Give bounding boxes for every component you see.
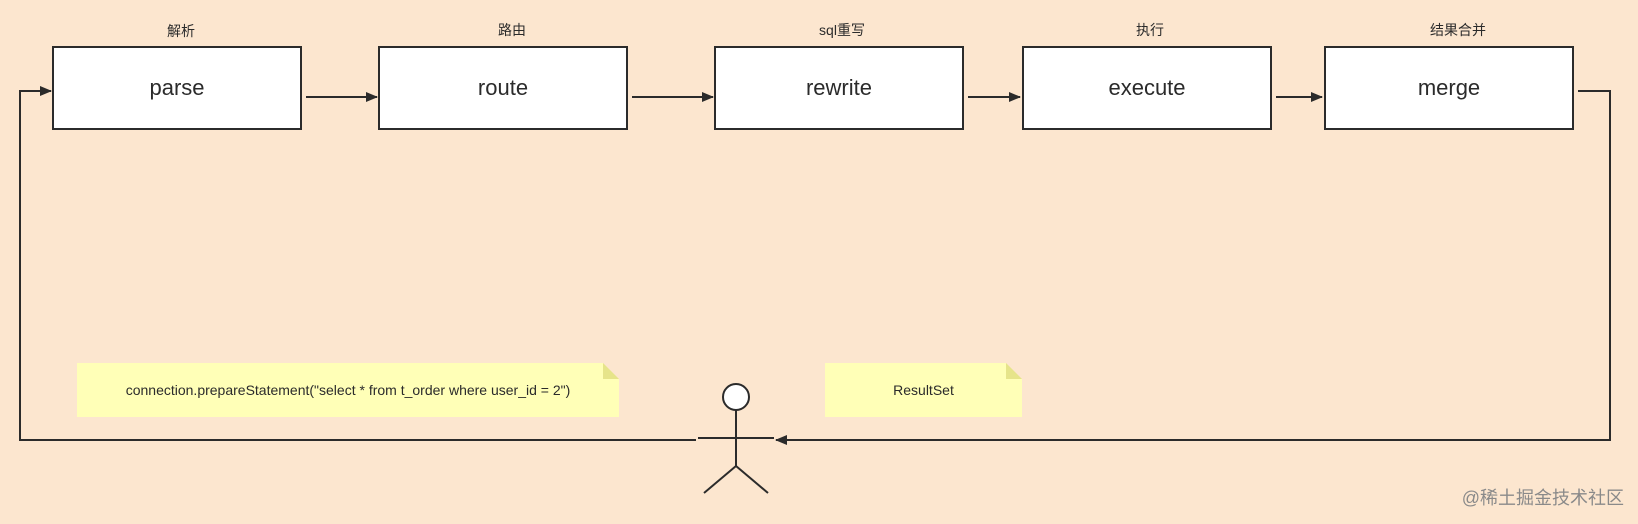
box-merge: merge (1324, 46, 1574, 130)
note-response: ResultSet (825, 363, 1022, 417)
stage-label-parse: 解析 (167, 23, 195, 39)
note-fold-corner (603, 363, 619, 379)
box-rewrite: rewrite (714, 46, 964, 130)
stage-label-rewrite: sql重写 (819, 22, 865, 38)
stage-label-execute: 执行 (1136, 22, 1164, 38)
box-execute: execute (1022, 46, 1272, 130)
note-fold-corner (1006, 363, 1022, 379)
note-request-text: connection.prepareStatement("select * fr… (125, 382, 571, 398)
note-response-text: ResultSet (893, 382, 954, 398)
box-route: route (378, 46, 628, 130)
stage-label-merge: 结果合并 (1430, 22, 1486, 38)
watermark: @稀土掘金技术社区 (1461, 488, 1624, 508)
arrow-merge-to-actor (775, 90, 1611, 445)
arrow-actor-to-parse (19, 86, 696, 441)
stage-label-route: 路由 (498, 22, 526, 38)
box-parse: parse (52, 46, 302, 130)
note-request: connection.prepareStatement("select * fr… (77, 363, 619, 417)
stick-figure-icon (698, 383, 774, 494)
